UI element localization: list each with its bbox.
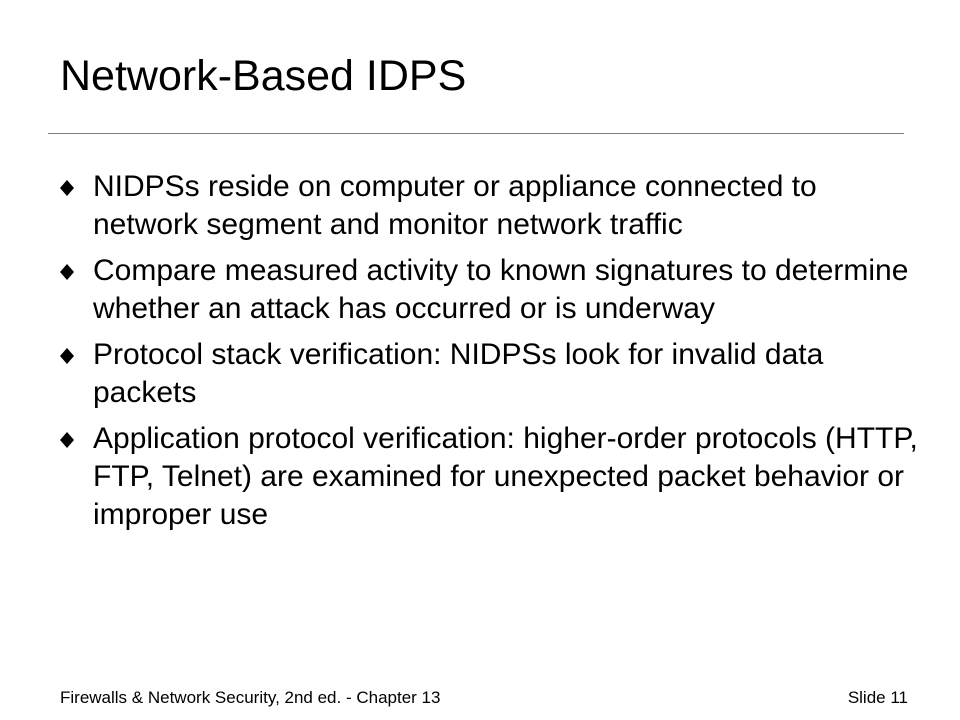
footer-course-label: Firewalls & Network Security, 2nd ed. - … <box>60 688 441 707</box>
bullet-text: Compare measured activity to known signa… <box>93 254 909 325</box>
slide-number: Slide 11 <box>847 688 908 707</box>
bullet-text: Application protocol verification: highe… <box>93 422 918 531</box>
bullet-item: Application protocol verification: highe… <box>60 420 920 534</box>
bullet-text: NIDPSs reside on computer or appliance c… <box>93 170 817 241</box>
diamond-icon <box>60 264 74 280</box>
bullet-item: Protocol stack verification: NIDPSs look… <box>60 336 920 412</box>
diamond-icon <box>60 432 74 448</box>
diamond-icon <box>60 180 74 196</box>
bullet-text: Protocol stack verification: NIDPSs look… <box>93 338 824 409</box>
title-divider <box>48 133 904 134</box>
slide-title: Network-Based IDPS <box>60 52 467 100</box>
bullet-item: Compare measured activity to known signa… <box>60 252 920 328</box>
bullet-list: NIDPSs reside on computer or appliance c… <box>60 168 920 542</box>
diamond-icon <box>60 348 74 364</box>
bullet-item: NIDPSs reside on computer or appliance c… <box>60 168 920 244</box>
